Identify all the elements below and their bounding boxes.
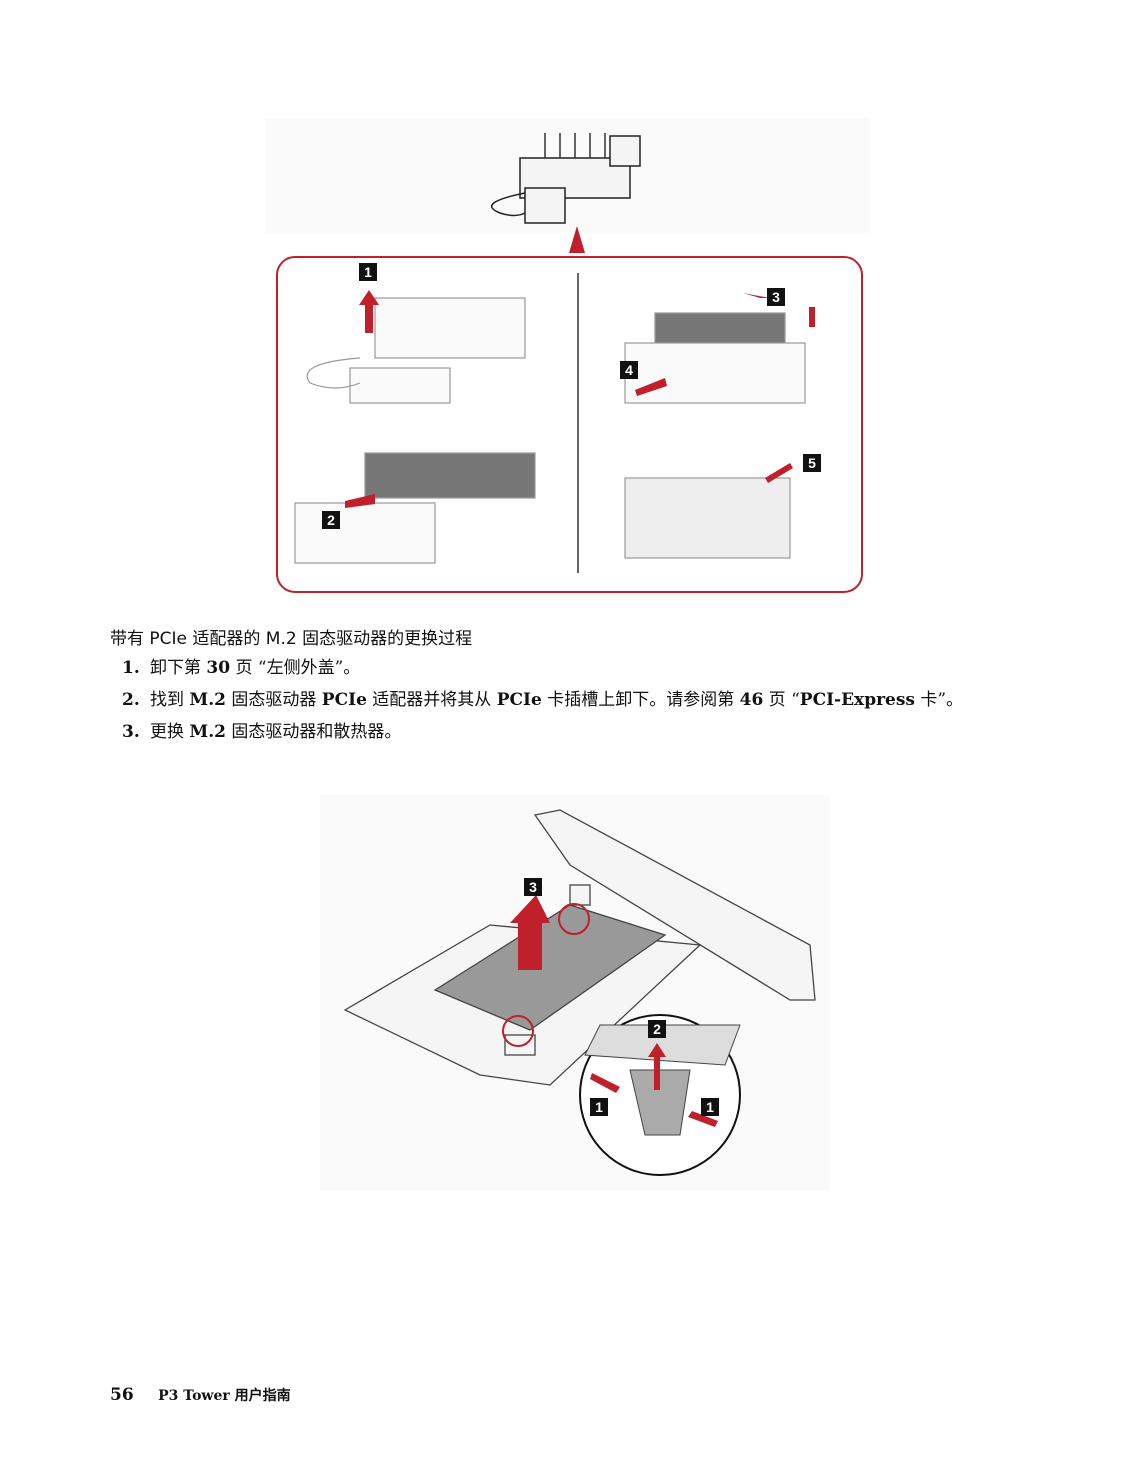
step-number: 2.: [122, 690, 140, 710]
page-footer: 56 P3 Tower 用户指南: [110, 1385, 291, 1405]
callout-5: 5: [803, 454, 821, 472]
heatsink-overview-illustration: [265, 118, 870, 593]
step-number: 3.: [122, 722, 140, 742]
step-1: 1. 卸下第 30 页 “左侧外盖”。: [122, 656, 1022, 680]
step-text: 卸下第 30 页 “左侧外盖”。: [150, 658, 361, 678]
step-list: 1. 卸下第 30 页 “左侧外盖”。 2. 找到 M.2 固态驱动器 PCIe…: [122, 656, 1022, 752]
step-text: 更换 M.2 固态驱动器和散热器。: [150, 722, 402, 742]
callout-1: 1: [701, 1098, 719, 1116]
callout-1: 1: [359, 263, 377, 281]
section-heading: 带有 PCIe 适配器的 M.2 固态驱动器的更换过程: [110, 629, 473, 649]
callout-3: 3: [524, 878, 542, 896]
callout-2: 2: [648, 1020, 666, 1038]
document-title: P3 Tower 用户指南: [158, 1388, 291, 1404]
callout-3: 3: [767, 288, 785, 306]
step-3: 3. 更换 M.2 固态驱动器和散热器。: [122, 720, 1022, 744]
step-2: 2. 找到 M.2 固态驱动器 PCIe 适配器并将其从 PCIe 卡插槽上卸下…: [122, 688, 1022, 712]
callout-1: 1: [590, 1098, 608, 1116]
callout-2: 2: [322, 511, 340, 529]
page-number: 56: [110, 1385, 134, 1405]
pcie-adapter-illustration: [320, 795, 830, 1190]
step-number: 1.: [122, 658, 140, 678]
callout-4: 4: [620, 361, 638, 379]
step-text: 找到 M.2 固态驱动器 PCIe 适配器并将其从 PCIe 卡插槽上卸下。请参…: [150, 690, 964, 710]
